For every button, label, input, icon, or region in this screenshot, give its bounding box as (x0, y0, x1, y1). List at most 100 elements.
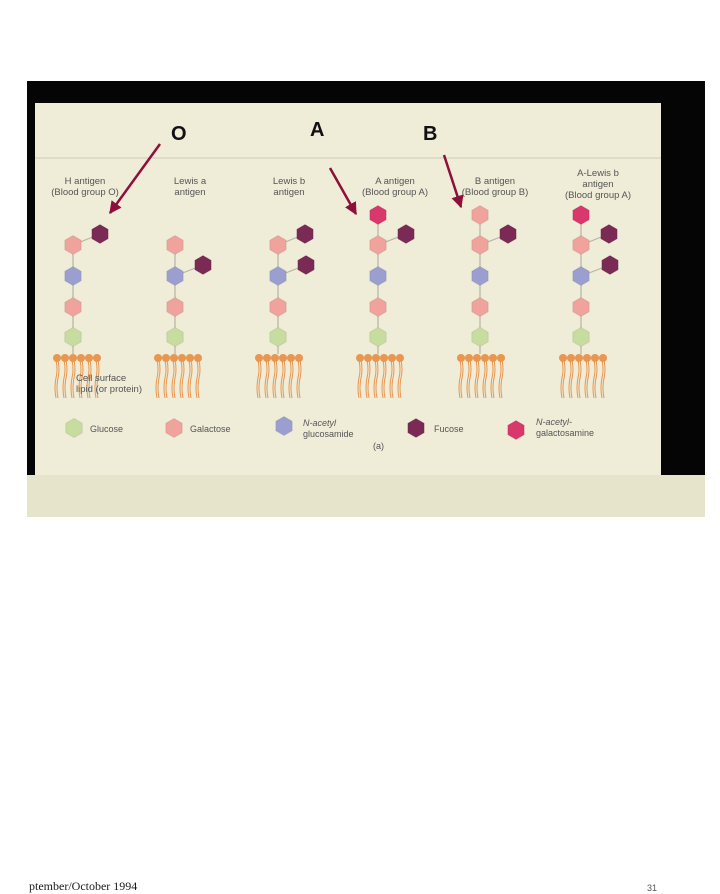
lipid-head (69, 354, 77, 362)
legend-fucose-label: Fucose (434, 424, 464, 434)
lipid-anchor (154, 354, 202, 399)
column-header-a-lewis-b: A-Lewis b antigen (Blood group A) (565, 168, 631, 201)
lipid-head (567, 354, 575, 362)
lipid-tail (482, 359, 488, 399)
galactose-hexagon (572, 296, 590, 318)
fucose-hexagon (296, 223, 314, 245)
lipid-tail (171, 359, 177, 399)
lipid-anchor (255, 354, 303, 399)
column-header-line: (Blood group B) (462, 187, 529, 198)
lipid-tail (600, 359, 606, 399)
fucose-hexagon (407, 417, 425, 439)
sugar-chains (64, 204, 619, 354)
glucose-hexagon (269, 326, 287, 348)
galactose-hexagon (269, 296, 287, 318)
antigen-diagram: O A B H antigen (Blood group O) Lewis a … (35, 119, 661, 451)
lipid-head (186, 354, 194, 362)
column-header-line: Lewis b (273, 176, 305, 187)
lipid-anchor (356, 354, 404, 399)
lipid-head (271, 354, 279, 362)
galnac-hexagon (369, 204, 387, 226)
lipid-head (599, 354, 607, 362)
lipid-head (591, 354, 599, 362)
column-header-b-antigen: B antigen (Blood group B) (462, 176, 529, 198)
glucose-hexagon (369, 326, 387, 348)
sugar-chain (369, 204, 415, 354)
column-header-line: (Blood group A) (362, 187, 428, 198)
lipid-head (263, 354, 271, 362)
lipid-head (364, 354, 372, 362)
fucose-hexagon (600, 223, 618, 245)
lipid-head (372, 354, 380, 362)
sugar-chain (471, 204, 517, 354)
lipid-head (194, 354, 202, 362)
lipid-tail (256, 359, 262, 399)
galactose-hexagon (471, 234, 489, 256)
arrow-o (108, 143, 162, 215)
lipid-tail (296, 359, 302, 399)
legend (65, 415, 525, 441)
lipid-tail (592, 359, 598, 399)
lipid-tail (272, 359, 278, 399)
lipid-head (473, 354, 481, 362)
fucose-hexagon (499, 223, 517, 245)
lipid-tail (70, 359, 76, 399)
lipid-head (489, 354, 497, 362)
cell-surface-label: Cell surface lipid (or protein) (76, 373, 142, 395)
column-header-line: (Blood group O) (51, 187, 119, 198)
lipid-head (93, 354, 101, 362)
footer-page-number: 31 (647, 883, 658, 893)
lipid-tail (155, 359, 161, 399)
lipid-head (154, 354, 162, 362)
glcnac-hexagon (275, 415, 293, 437)
footer-date: ptember/October 1994 (29, 879, 138, 893)
glcnac-hexagon (166, 265, 184, 287)
galactose-hexagon (166, 296, 184, 318)
glucose-hexagon (65, 417, 83, 439)
column-header-line: (Blood group A) (565, 190, 631, 201)
group-letter-a: A (310, 119, 324, 141)
cell-surface-line: Cell surface (76, 373, 126, 384)
lipid-head (481, 354, 489, 362)
glcnac-hexagon (269, 265, 287, 287)
lipid-head (457, 354, 465, 362)
legend-galactose-label: Galactose (190, 424, 231, 434)
lipid-tail (365, 359, 371, 399)
column-header-line: antigen (582, 179, 613, 190)
galactose-hexagon (64, 296, 82, 318)
cell-surface-line: lipid (or protein) (76, 384, 142, 395)
slide-frame: ptember/October 1994 31 (27, 81, 705, 893)
lipid-tail (373, 359, 379, 399)
arrow-b (442, 154, 464, 209)
arrow-a (328, 167, 358, 216)
fucose-hexagon (194, 254, 212, 276)
lipid-head (77, 354, 85, 362)
glcnac-hexagon (64, 265, 82, 287)
galactose-hexagon (165, 417, 183, 439)
legend-galnac-label-line1: N-acetyl- (536, 417, 572, 427)
galactose-hexagon (471, 204, 489, 226)
lipid-head (396, 354, 404, 362)
column-header-lewis-b: Lewis b antigen (273, 176, 305, 198)
galactose-hexagon (572, 234, 590, 256)
column-header-line: A antigen (375, 176, 415, 187)
lipid-head (53, 354, 61, 362)
lipid-head (559, 354, 567, 362)
column-header-line: H antigen (65, 176, 106, 187)
glucose-hexagon (64, 326, 82, 348)
lipid-head (356, 354, 364, 362)
legend-glucose-label: Glucose (90, 424, 123, 434)
lipid-head (255, 354, 263, 362)
sugar-chain (269, 223, 315, 354)
glucose-hexagon (471, 326, 489, 348)
galactose-hexagon (471, 296, 489, 318)
lipid-tail (560, 359, 566, 399)
lipid-tail (288, 359, 294, 399)
lipid-tail (466, 359, 472, 399)
lipid-tail (389, 359, 395, 399)
column-header-lewis-a: Lewis a antigen (174, 176, 207, 198)
panel-mark: (a) (373, 441, 384, 451)
fucose-hexagon (297, 254, 315, 276)
glucose-hexagon (572, 326, 590, 348)
lipid-tail (264, 359, 270, 399)
